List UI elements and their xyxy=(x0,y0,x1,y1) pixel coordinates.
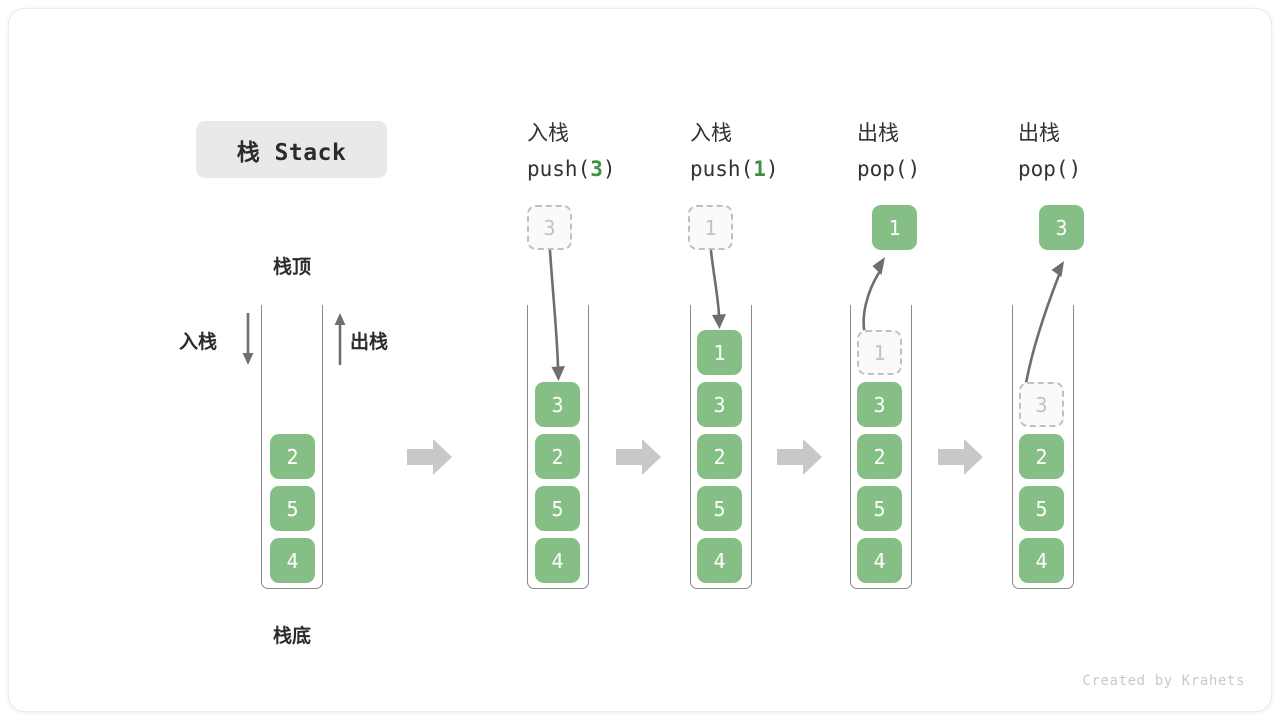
stack-cell: 2 xyxy=(1019,434,1064,479)
stack-cell: 2 xyxy=(535,434,580,479)
call-prefix: pop( xyxy=(1018,157,1069,181)
incoming-value-ghost: 3 xyxy=(527,205,572,250)
stack-container-pop3 xyxy=(1012,305,1074,589)
call-suffix: ) xyxy=(907,157,921,181)
stack-container-push1 xyxy=(690,305,752,589)
stack-cell: 4 xyxy=(270,538,315,583)
flow-arrow-icon xyxy=(777,439,822,475)
page-title: 栈 Stack xyxy=(236,139,347,166)
stack-cell: 5 xyxy=(1019,486,1064,531)
incoming-value-ghost: 1 xyxy=(688,205,733,250)
flow-arrow-icon xyxy=(616,439,661,475)
stack-cell: 3 xyxy=(535,382,580,427)
call-suffix: ) xyxy=(602,157,616,181)
stack-cell: 2 xyxy=(270,434,315,479)
push-motion-arrow-icon xyxy=(709,249,726,329)
stack-container-push3 xyxy=(527,305,589,589)
call-arg: 3 xyxy=(590,157,603,181)
stack-container-pop1 xyxy=(850,305,912,589)
popped-value-cell: 3 xyxy=(1039,205,1084,250)
push-side-label: 入栈 xyxy=(179,331,218,353)
call-prefix: push( xyxy=(690,157,754,181)
stack-cell: 2 xyxy=(697,434,742,479)
stage-header-push3: 入栈 push(3) xyxy=(527,115,616,187)
call-arg: 1 xyxy=(753,157,766,181)
stack-cell: 4 xyxy=(535,538,580,583)
call-suffix: ) xyxy=(1068,157,1082,181)
stage-call-label: pop() xyxy=(1018,151,1081,187)
stack-cell: 5 xyxy=(697,486,742,531)
stack-container-initial xyxy=(261,305,323,589)
stage-call-label: push(3) xyxy=(527,151,616,187)
stack-cell: 3 xyxy=(697,382,742,427)
stack-cell: 4 xyxy=(857,538,902,583)
stage-call-label: push(1) xyxy=(690,151,779,187)
stack-cell-ghost: 3 xyxy=(1019,382,1064,427)
credit-text: Created by Krahets xyxy=(1082,673,1245,689)
popped-value-cell: 1 xyxy=(872,205,917,250)
pop-motion-arrow-icon xyxy=(1023,261,1064,391)
stage-header-pop3: 出栈 pop() xyxy=(1018,115,1081,187)
diagram-canvas: 栈 Stack 栈顶 栈底 入栈 出栈 2 5 4 入栈 push(3) 3 3… xyxy=(8,8,1272,712)
stage-op-label: 出栈 xyxy=(857,121,899,145)
push-motion-arrow-icon xyxy=(548,249,565,381)
stage-call-label: pop() xyxy=(857,151,920,187)
pop-side-label: 出栈 xyxy=(350,331,389,353)
pop-motion-arrow-icon xyxy=(862,257,885,337)
stack-cell: 4 xyxy=(1019,538,1064,583)
call-suffix: ) xyxy=(765,157,779,181)
stack-cell: 2 xyxy=(857,434,902,479)
stack-top-label: 栈顶 xyxy=(272,256,311,278)
stage-header-pop1: 出栈 pop() xyxy=(857,115,920,187)
stack-cell: 5 xyxy=(535,486,580,531)
push-direction-arrow-icon xyxy=(242,313,254,365)
call-prefix: push( xyxy=(527,157,591,181)
flow-arrow-icon xyxy=(407,439,452,475)
stack-cell-ghost: 1 xyxy=(857,330,902,375)
title-chip: 栈 Stack xyxy=(196,121,387,178)
stack-cell: 1 xyxy=(697,330,742,375)
stage-header-push1: 入栈 push(1) xyxy=(690,115,779,187)
stage-op-label: 入栈 xyxy=(690,121,732,145)
stack-cell: 5 xyxy=(857,486,902,531)
stack-cell: 3 xyxy=(857,382,902,427)
stack-cell: 5 xyxy=(270,486,315,531)
stage-op-label: 入栈 xyxy=(527,121,569,145)
stack-cell: 4 xyxy=(697,538,742,583)
stack-bottom-label: 栈底 xyxy=(272,625,311,647)
stage-op-label: 出栈 xyxy=(1018,121,1060,145)
pop-direction-arrow-icon xyxy=(334,313,346,365)
flow-arrow-icon xyxy=(938,439,983,475)
call-prefix: pop( xyxy=(857,157,908,181)
